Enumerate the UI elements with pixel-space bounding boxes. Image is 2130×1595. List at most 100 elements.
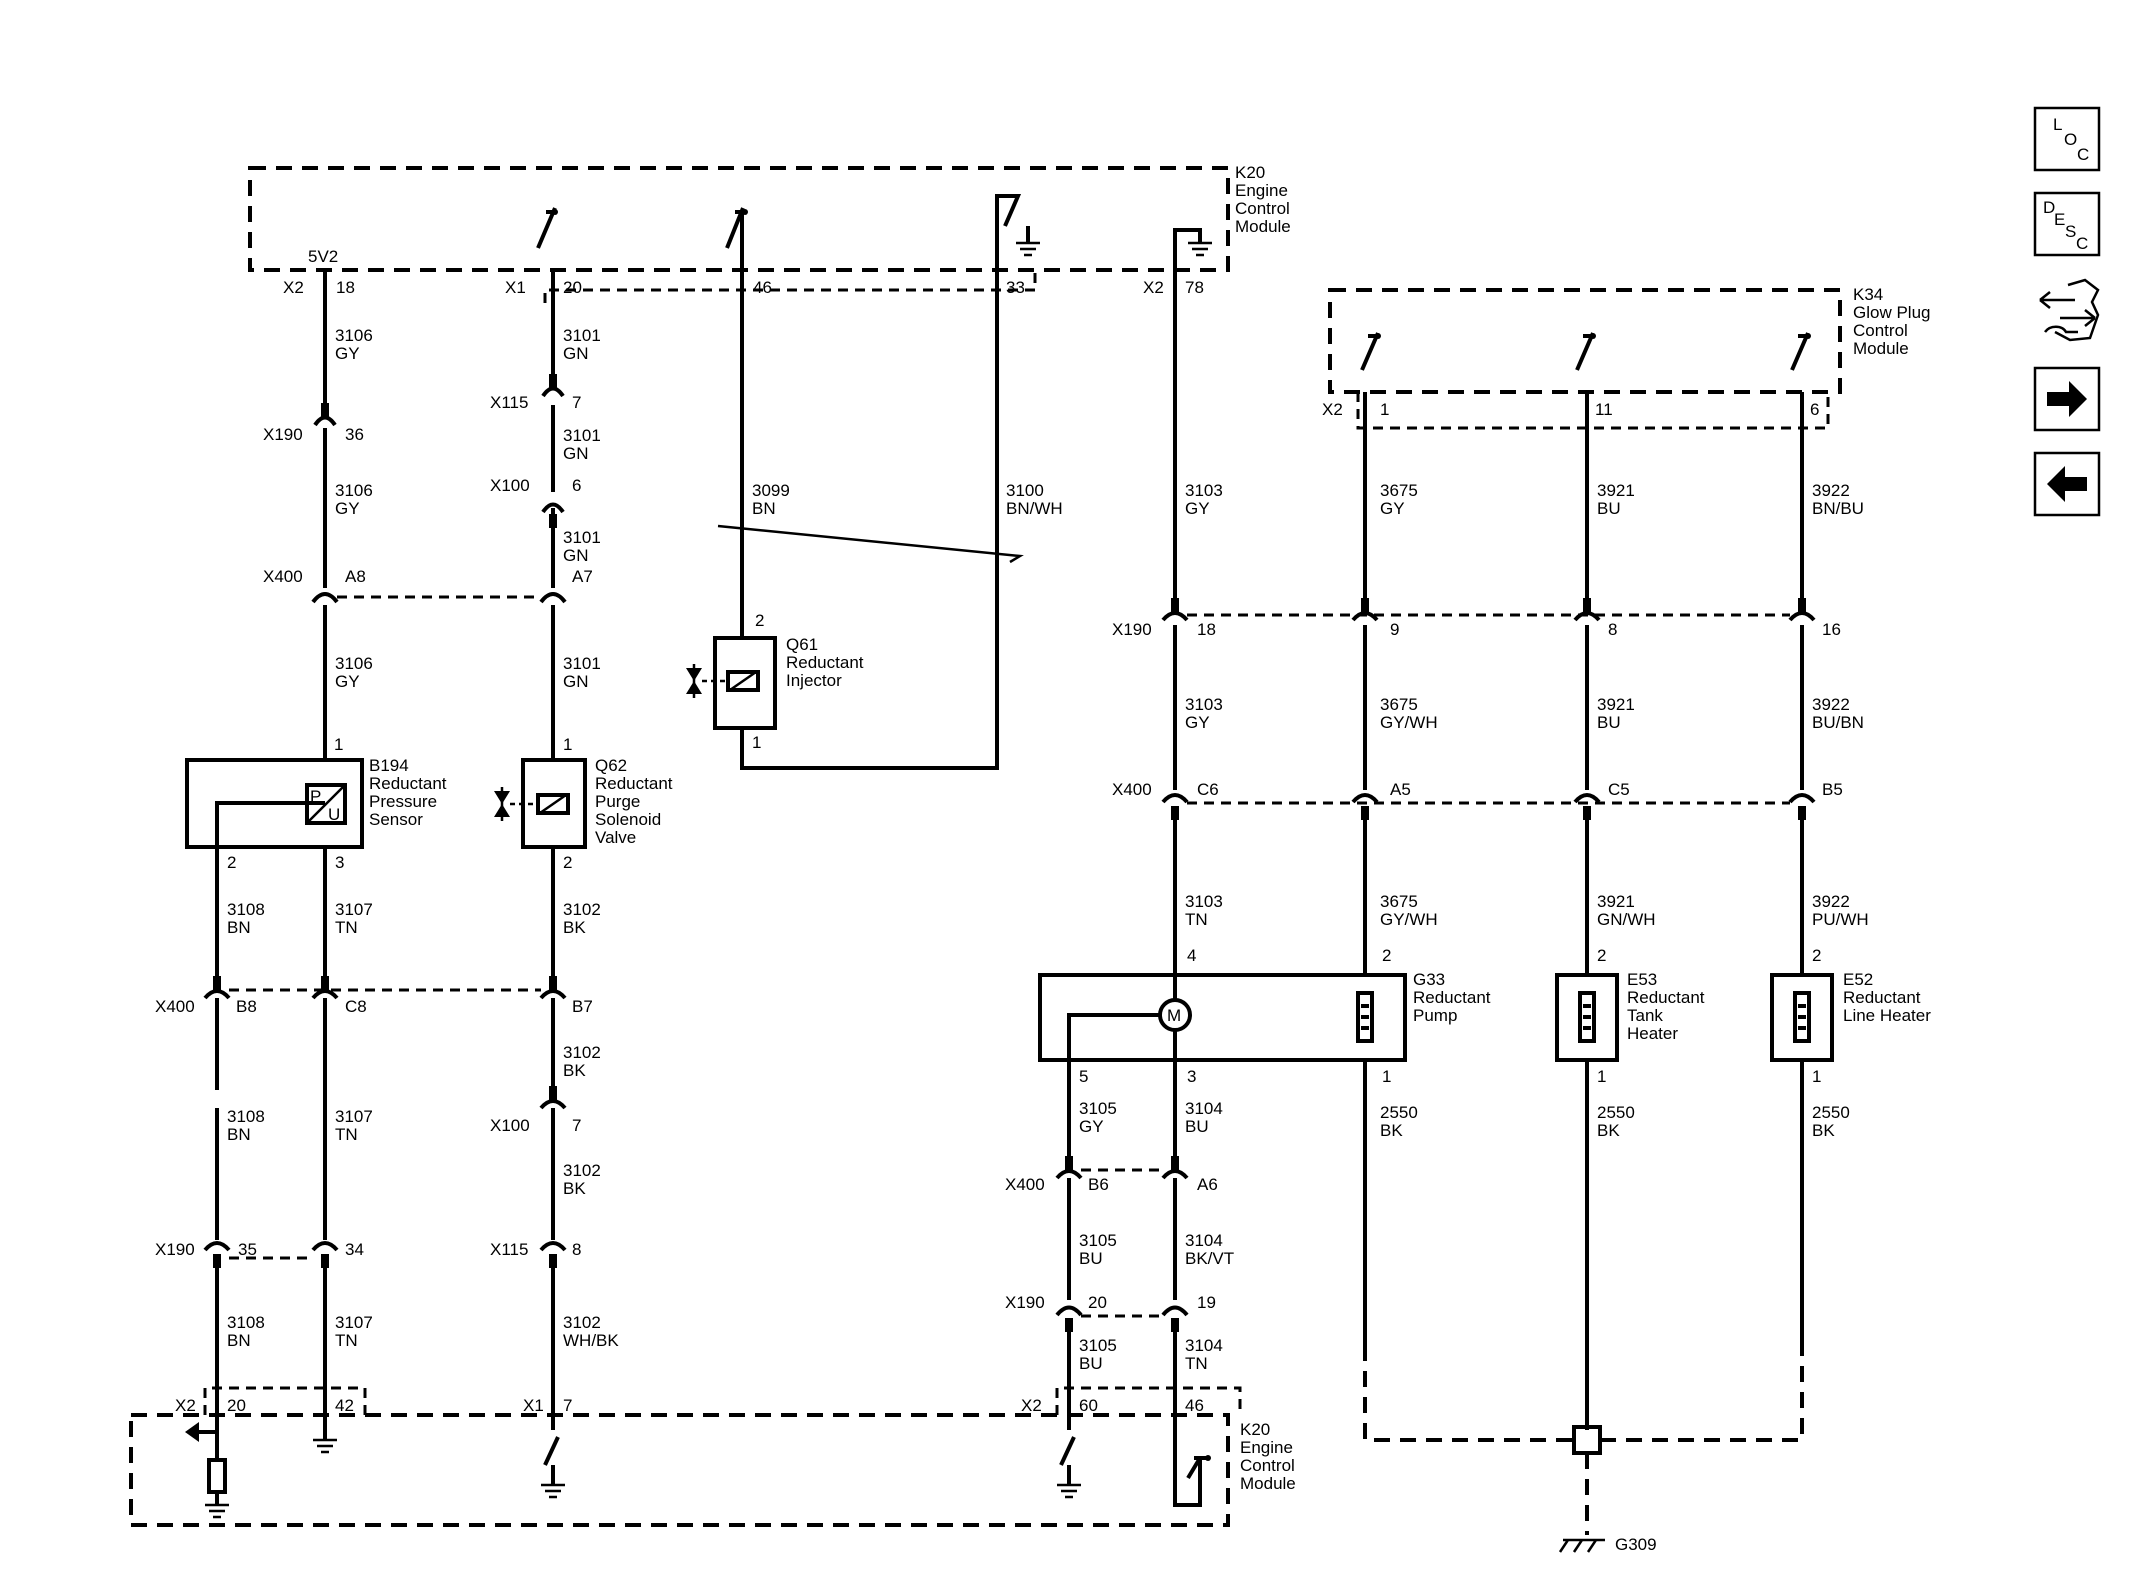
connector-label: X190 — [1112, 620, 1152, 639]
previous-page-button[interactable] — [2033, 451, 2101, 517]
pin-label: 16 — [1822, 620, 1841, 639]
pin-label: 1 — [752, 733, 761, 752]
pin-label: 20 — [1088, 1293, 1107, 1312]
k20-top-label: K20 Engine Control Module — [1235, 163, 1295, 236]
wire-3104 — [1173, 1060, 1202, 1507]
ground-icon — [1057, 1483, 1081, 1499]
next-page-button[interactable] — [2033, 366, 2101, 432]
pin-label: 1 — [563, 735, 572, 754]
ground-splice — [1363, 1345, 1804, 1535]
connector-label: X2 — [175, 1396, 196, 1415]
e53-reductant-tank-heater — [1555, 973, 1619, 1062]
inline-connector-x100-6 — [541, 502, 565, 528]
q61-reductant-injector — [686, 636, 777, 730]
chassis-ground-icon — [1558, 1538, 1605, 1553]
pin-label: B6 — [1088, 1175, 1109, 1194]
g309-ground-label: G309 — [1615, 1535, 1657, 1554]
pin-label: 36 — [345, 425, 364, 444]
connector-label: X2 — [283, 278, 304, 297]
connector-label: X400 — [1112, 780, 1152, 799]
pin-label: 18 — [1197, 620, 1216, 639]
pin-label: 20 — [563, 278, 582, 297]
e52-reductant-line-heater — [1770, 973, 1834, 1062]
pin-label: 20 — [227, 1396, 246, 1415]
pin-label: 6 — [572, 476, 581, 495]
wire-3100 — [740, 270, 999, 770]
wire-2550 — [1363, 1060, 1804, 1430]
k20-bottom-module: K20 Engine Control Module — [129, 1386, 1296, 1527]
pin-label: 34 — [345, 1240, 364, 1259]
ground-icon — [1188, 241, 1212, 257]
connector-label: X1 — [505, 278, 526, 297]
connector-wrench-icon[interactable] — [2039, 278, 2100, 342]
desc-letter-d: D — [2043, 198, 2055, 217]
pin-label: B5 — [1822, 780, 1843, 799]
pin-label: 1 — [1812, 1067, 1821, 1086]
pin-label: 8 — [1608, 620, 1617, 639]
pin-label: A7 — [572, 567, 593, 586]
e53-label: E53 Reductant Tank Heater — [1627, 970, 1709, 1043]
desc-button[interactable]: D E S C — [2033, 191, 2101, 257]
ground-icon — [313, 1438, 337, 1454]
pin-label: 4 — [1187, 946, 1196, 965]
connector-label: X190 — [155, 1240, 195, 1259]
connector-label: X100 — [490, 1116, 530, 1135]
pin-label: 46 — [1185, 1396, 1204, 1415]
inline-connector-x190-20-19 — [1055, 1305, 1189, 1332]
g33-reductant-pump: M — [1038, 973, 1407, 1062]
loc-button[interactable]: L O C — [2033, 106, 2101, 172]
pin-label: 7 — [572, 393, 581, 412]
inline-connector-x400-b8-c8-b7 — [203, 976, 567, 1000]
pin-label: 1 — [1380, 400, 1389, 419]
pin-label: 60 — [1079, 1396, 1098, 1415]
connector-label: X400 — [1005, 1175, 1045, 1194]
pin-label: 5 — [1079, 1067, 1088, 1086]
connector-label: X400 — [263, 567, 303, 586]
pin-label: 7 — [572, 1116, 581, 1135]
switch-icon — [543, 1390, 560, 1485]
pin-label: 19 — [1197, 1293, 1216, 1312]
pin-label: A8 — [345, 567, 366, 586]
pin-label: 1 — [1597, 1067, 1606, 1086]
pin-label: B7 — [572, 997, 593, 1016]
pin-label: A5 — [1390, 780, 1411, 799]
e52-label: E52 Reductant Line Heater — [1843, 970, 1931, 1025]
pin-label: 7 — [563, 1396, 572, 1415]
wire-break-mark — [717, 524, 1024, 564]
pin-label: C6 — [1197, 780, 1219, 799]
connector-label: X400 — [155, 997, 195, 1016]
pin-label: 6 — [1810, 400, 1819, 419]
ground-icon — [541, 1483, 565, 1499]
connector-label: X190 — [1005, 1293, 1045, 1312]
heater-element-icon — [1793, 991, 1811, 1043]
inline-connector-x100-7 — [539, 1086, 567, 1110]
inline-connector-x400-b6-a6 — [1055, 1156, 1189, 1180]
connector-label: X2 — [1322, 400, 1343, 419]
connector-label: X1 — [523, 1396, 544, 1415]
pin-label: 2 — [1812, 946, 1821, 965]
connector-label: X2 — [1021, 1396, 1042, 1415]
desc-letter-e: E — [2054, 210, 2065, 229]
pin-label: 2 — [1382, 946, 1391, 965]
arrow-left-icon — [185, 1422, 199, 1442]
pressure-glyph: P — [310, 787, 321, 806]
q62-reductant-purge-solenoid-valve — [494, 758, 587, 849]
